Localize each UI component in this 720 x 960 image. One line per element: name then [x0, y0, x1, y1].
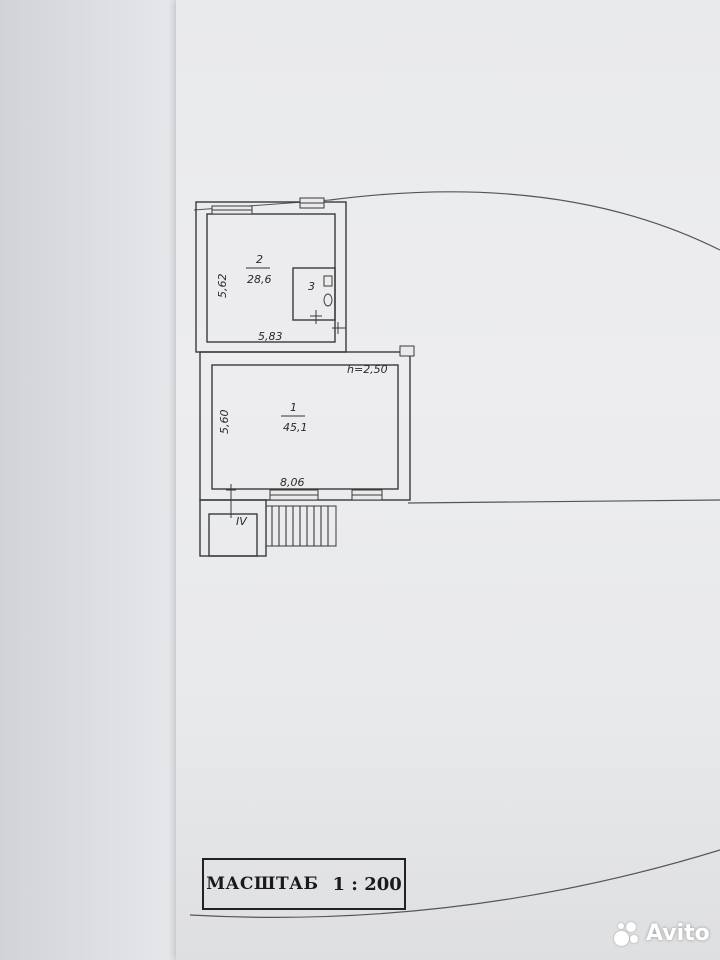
staircase: [265, 505, 337, 547]
entrance-mark: IV: [236, 515, 248, 528]
room-3-number: 3: [308, 280, 315, 293]
room-1-number: 1: [290, 401, 297, 414]
front-page: [176, 0, 720, 960]
room-1-area: 45,1: [283, 421, 308, 434]
avito-logo-icon: [612, 919, 640, 947]
room-1-width-dimension: 8,06: [280, 476, 305, 489]
avito-watermark: Avito: [612, 916, 710, 950]
back-page: [0, 0, 192, 960]
avito-brand: Avito: [646, 920, 710, 946]
frame-bottom-arc: [189, 849, 720, 918]
room-2-width-dimension: 5,83: [258, 330, 283, 343]
door-markers: [226, 310, 346, 518]
ceiling-height-label: h=2,50: [347, 363, 388, 376]
scale-word: МАСШТАБ: [206, 874, 319, 894]
walls: [195, 201, 411, 557]
room-2-area: 28,6: [247, 273, 272, 286]
frame-middle-line: [407, 499, 720, 504]
stair-steps: [271, 506, 329, 546]
frame-top-arc: [329, 191, 720, 251]
room-2-number: 2: [256, 253, 263, 266]
room-2-height-dimension: 5,62: [216, 274, 229, 299]
toilet-icon: [323, 275, 333, 307]
windows: [211, 197, 415, 501]
scale-stamp: МАСШТАБ 1 : 200: [202, 858, 406, 910]
room-1-height-dimension: 5,60: [218, 410, 231, 435]
scale-value: 1 : 200: [332, 873, 402, 895]
